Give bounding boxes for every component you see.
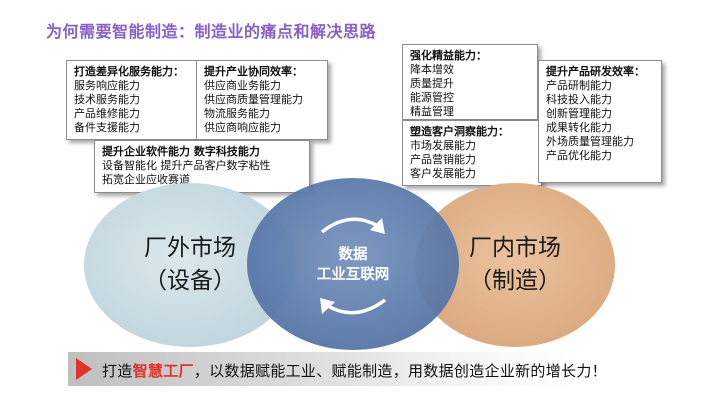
right-circle	[415, 183, 615, 347]
box-item: 产品维修能力	[74, 107, 140, 120]
box-heading: 塑造客户洞察能力：	[410, 125, 509, 138]
box-item: 产品优化能力	[546, 149, 612, 162]
box-heading: 强化精益能力：	[410, 49, 487, 62]
right-circle-line1: 厂内市场	[469, 235, 561, 261]
banner-suffix: ，以数据赋能工业、赋能制造，用数据创造企业新的增长力！	[193, 362, 607, 380]
box-heading: 提升产品研发效率：	[546, 65, 645, 78]
box-item: 市场发展能力	[410, 139, 476, 152]
cycle-arrow-bottom-icon	[327, 298, 387, 315]
right-circle-label: 厂内市场 （制造）	[455, 232, 575, 298]
box-item: 供应商业务能力	[204, 79, 281, 92]
banner-arrow-icon	[76, 358, 92, 380]
box-item: 能源管控	[410, 91, 454, 104]
box-item: 创新管理能力	[546, 107, 612, 120]
box-item: 设备智能化 提升产品客户数字粘性	[102, 159, 271, 172]
box-heading: 打造差异化服务能力：	[74, 65, 184, 78]
box-item: 拓宽企业应收赛道	[102, 173, 190, 186]
center-circle	[247, 178, 459, 350]
box-item: 客户发展能力	[410, 167, 476, 180]
banner-background	[68, 352, 628, 386]
box-item: 产品营销能力	[410, 153, 476, 166]
box-item: 服务响应能力	[74, 79, 140, 92]
cycle-arrow-top-icon	[320, 217, 379, 234]
box-item: 产品研制能力	[546, 79, 612, 92]
box-item: 精益管理	[410, 105, 454, 118]
banner-text: 打造智慧工厂，以数据赋能工业、赋能制造，用数据创造企业新的增长力！	[102, 360, 607, 381]
right-circle-line2: （制造）	[469, 268, 561, 294]
banner-prefix: 打造	[102, 362, 133, 380]
box-item: 质量提升	[410, 77, 454, 90]
box-item: 物流服务能力	[204, 107, 270, 120]
box-item: 外场质量管理能力	[546, 135, 634, 148]
box-item: 科技投入能力	[546, 93, 612, 106]
center-circle-line2: 工业互联网	[316, 267, 390, 283]
left-circle-label: 厂外市场 （设备）	[130, 232, 250, 298]
page-title: 为何需要智能制造：制造业的痛点和解决思路	[46, 22, 377, 41]
left-circle-line2: （设备）	[144, 268, 236, 294]
box-item: 供应商响应能力	[204, 121, 281, 134]
industry-synergy-box: 提升产业协同效率： 供应商业务能力 供应商质量管理能力 物流服务能力 供应商响应…	[196, 60, 328, 140]
box-item: 技术服务能力	[74, 93, 140, 106]
rd-efficiency-box: 提升产品研发效率： 产品研制能力 科技投入能力 创新管理能力 成果转化能力 外场…	[538, 60, 662, 183]
center-circle-label: 数据 工业互联网	[293, 245, 413, 285]
left-circle-line1: 厂外市场	[144, 235, 236, 261]
box-item: 供应商质量管理能力	[204, 93, 303, 106]
center-circle-line1: 数据	[338, 247, 368, 263]
box-item: 降本增效	[410, 63, 454, 76]
box-item: 成果转化能力	[546, 121, 612, 134]
banner-highlight: 智慧工厂	[132, 362, 194, 380]
customer-insight-box: 塑造客户洞察能力： 市场发展能力 产品营销能力 客户发展能力	[402, 120, 542, 186]
cycle-arrowhead-top-icon	[370, 218, 385, 234]
box-heading: 提升产业协同效率：	[204, 65, 303, 78]
lean-efficiency-box: 强化精益能力： 降本增效 质量提升 能源管控 精益管理	[402, 44, 538, 120]
box-heading: 提升企业软件能力 数字科技能力	[102, 145, 260, 158]
left-circle	[84, 183, 296, 347]
cycle-arrowhead-bottom-icon	[320, 298, 335, 314]
box-item: 备件支援能力	[74, 121, 140, 134]
